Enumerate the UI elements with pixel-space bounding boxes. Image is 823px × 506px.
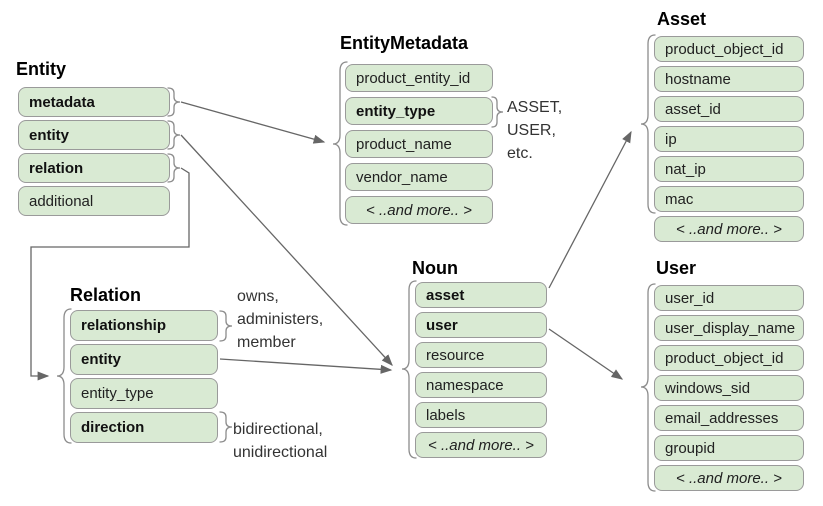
arrow-noun-user-to-user	[548, 328, 624, 380]
entity-row-relation: relation	[18, 153, 170, 183]
asset-box-title: Asset	[657, 9, 707, 29]
arrow-relation-entity-to-noun	[219, 358, 393, 374]
user-row-and-more: < ..and more.. >	[654, 465, 804, 491]
entitymetadata-row-and-more: < ..and more.. >	[345, 196, 493, 224]
annotation-line: member	[237, 334, 296, 351]
asset-row-hostname: hostname	[654, 66, 804, 92]
noun-row-and-more: < ..and more.. >	[415, 432, 547, 458]
user-row-product-object-id: product_object_id	[654, 345, 804, 371]
user-row-user-display-name: user_display_name	[654, 315, 804, 341]
annotation-line: bidirectional,	[233, 421, 323, 438]
noun-row-user: user	[415, 312, 547, 338]
noun-box-title: Noun	[412, 258, 458, 278]
noun-row-namespace: namespace	[415, 372, 547, 398]
annotation-line: administers,	[237, 311, 324, 328]
asset-row-and-more: < ..and more.. >	[654, 216, 804, 242]
relationship-right-brace	[219, 310, 233, 342]
annotation-line: etc.	[507, 145, 533, 162]
asset-left-brace	[640, 34, 656, 214]
asset-box: product_object_id hostname asset_id ip n…	[654, 36, 804, 242]
annotation-line: USER,	[507, 122, 556, 139]
user-left-brace	[640, 283, 656, 492]
annotation-line: ASSET,	[507, 99, 563, 116]
entitymetadata-row-vendor-name: vendor_name	[345, 163, 493, 191]
noun-box: asset user resource namespace labels < .…	[415, 282, 547, 458]
annotation-line: unidirectional	[233, 444, 328, 461]
asset-row-mac: mac	[654, 186, 804, 212]
entity-box: metadata entity relation additional	[18, 87, 170, 216]
entity-row-additional: additional	[18, 186, 170, 216]
entity-box-title: Entity	[16, 59, 67, 79]
user-box: user_id user_display_name product_object…	[654, 285, 804, 491]
entitymetadata-row-product-entity-id: product_entity_id	[345, 64, 493, 92]
relation-row-entity: entity	[70, 344, 218, 375]
user-row-windows-sid: windows_sid	[654, 375, 804, 401]
user-box-title: User	[656, 258, 697, 278]
relation-row-direction: direction	[70, 412, 218, 443]
arrow-entity-metadata-to-entitymetadata	[180, 101, 326, 144]
entity-row-metadata: metadata	[18, 87, 170, 117]
entity-type-right-brace	[491, 96, 504, 128]
relation-row-entity-type: entity_type	[70, 378, 218, 409]
direction-examples-annotation: bidirectional, unidirectional	[233, 418, 327, 464]
user-row-groupid: groupid	[654, 435, 804, 461]
direction-right-brace	[219, 411, 233, 443]
relationship-examples-annotation: owns, administers, member	[237, 285, 323, 354]
asset-row-ip: ip	[654, 126, 804, 152]
relation-left-brace	[56, 308, 72, 444]
entitymetadata-box-title: EntityMetadata	[340, 33, 469, 53]
noun-left-brace	[401, 280, 417, 459]
annotation-line: owns,	[237, 288, 279, 305]
asset-row-product-object-id: product_object_id	[654, 36, 804, 62]
entity-row-entity: entity	[18, 120, 170, 150]
entity-type-examples-annotation: ASSET, USER, etc.	[507, 96, 562, 165]
relation-box: relationship entity entity_type directio…	[70, 310, 218, 443]
user-row-user-id: user_id	[654, 285, 804, 311]
noun-row-labels: labels	[415, 402, 547, 428]
asset-row-asset-id: asset_id	[654, 96, 804, 122]
noun-row-asset: asset	[415, 282, 547, 308]
relation-row-relationship: relationship	[70, 310, 218, 341]
user-row-email-addresses: email_addresses	[654, 405, 804, 431]
entitymetadata-row-entity-type: entity_type	[345, 97, 493, 125]
entitymetadata-box: product_entity_id entity_type product_na…	[345, 64, 493, 224]
relation-box-title: Relation	[70, 285, 142, 305]
entitymetadata-row-product-name: product_name	[345, 130, 493, 158]
asset-row-nat-ip: nat_ip	[654, 156, 804, 182]
noun-row-resource: resource	[415, 342, 547, 368]
